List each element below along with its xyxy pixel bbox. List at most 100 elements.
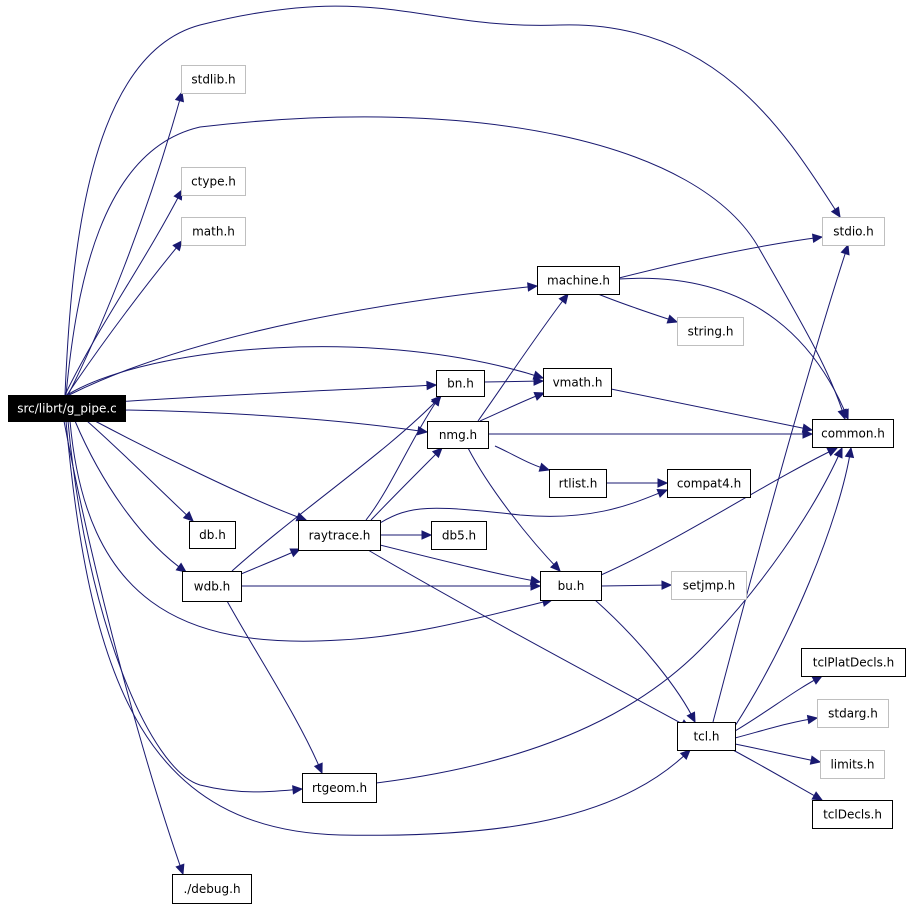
edge-g_pipe-to-ctype: [64, 189, 183, 396]
node-db[interactable]: db.h: [189, 521, 236, 549]
node-raytrace[interactable]: raytrace.h: [298, 520, 381, 551]
edge-raytrace-to-compat4: [379, 489, 668, 524]
node-box-nmg[interactable]: [427, 421, 489, 449]
node-box-tclPlatDecls[interactable]: [801, 648, 906, 677]
node-box-rtgeom[interactable]: [302, 773, 377, 803]
edge-machine-to-common: [618, 277, 849, 420]
edge-bu-to-common-arrowhead: [826, 447, 839, 457]
edge-tcl-to-stdarg-arrowhead: [806, 714, 819, 725]
edge-raytrace-to-tcl: [367, 549, 691, 729]
edges-layer: [63, 5, 855, 876]
edge-g_pipe-to-stdlib-arrowhead: [174, 90, 185, 103]
edge-bu-to-tcl-arrowhead: [686, 711, 696, 724]
node-box-compat4[interactable]: [667, 469, 751, 498]
node-box-vmath[interactable]: [543, 368, 612, 397]
node-stdlib[interactable]: stdlib.h: [181, 65, 246, 94]
node-box-wdb[interactable]: [182, 571, 242, 602]
node-label-bu: bu.h: [558, 579, 585, 593]
node-box-limits[interactable]: [820, 750, 885, 779]
node-label-math: math.h: [192, 225, 235, 239]
edge-wdb-to-bu-arrowhead: [530, 581, 542, 591]
node-box-raytrace[interactable]: [298, 520, 381, 551]
edge-g_pipe-to-bn: [114, 384, 437, 403]
node-common[interactable]: common.h: [812, 419, 894, 448]
node-label-tclPlatDecls: tclPlatDecls.h: [813, 656, 895, 670]
node-wdb[interactable]: wdb.h: [182, 571, 242, 602]
node-bn[interactable]: bn.h: [436, 370, 485, 397]
node-box-math[interactable]: [181, 217, 246, 246]
node-rtlist[interactable]: rtlist.h: [549, 469, 607, 498]
edge-bu-to-common: [600, 447, 838, 576]
node-label-raytrace: raytrace.h: [309, 529, 371, 543]
edge-g_pipe-to-machine-arrowhead: [527, 282, 539, 292]
node-machine[interactable]: machine.h: [537, 266, 620, 295]
node-box-stdio[interactable]: [822, 217, 885, 246]
node-box-rtlist[interactable]: [549, 469, 607, 498]
node-bu[interactable]: bu.h: [540, 571, 602, 601]
node-stdio[interactable]: stdio.h: [822, 217, 885, 246]
node-box-stdarg[interactable]: [817, 699, 889, 728]
node-db5[interactable]: db5.h: [431, 521, 487, 550]
edge-raytrace-to-bu: [379, 544, 541, 583]
edge-g_pipe-to-bn-arrowhead: [426, 380, 438, 391]
edge-g_pipe-to-wdb-arrowhead: [175, 562, 187, 573]
edge-rtlist-to-compat4-arrowhead: [657, 478, 669, 488]
edge-g_pipe-to-stdlib: [67, 91, 183, 396]
node-tclDecls[interactable]: tclDecls.h: [812, 800, 893, 829]
node-compat4[interactable]: compat4.h: [667, 469, 751, 498]
edge-tcl-to-limits: [734, 743, 821, 763]
node-label-tclDecls: tclDecls.h: [823, 808, 882, 822]
node-box-common[interactable]: [812, 419, 894, 448]
node-box-stdlib[interactable]: [181, 65, 246, 94]
node-box-bu[interactable]: [540, 571, 602, 601]
edge-g_pipe-to-common: [65, 116, 846, 420]
edge-bu-to-setjmp: [600, 584, 672, 587]
edge-g_pipe-to-wdb: [74, 420, 187, 573]
node-setjmp[interactable]: setjmp.h: [671, 571, 747, 600]
edge-wdb-to-bn: [231, 395, 442, 572]
node-tclPlatDecls[interactable]: tclPlatDecls.h: [801, 648, 906, 677]
node-label-g_pipe: src/librt/g_pipe.c: [17, 402, 117, 416]
node-box-bn[interactable]: [436, 370, 485, 397]
edge-rtgeom-to-common-arrowhead: [833, 446, 843, 459]
node-label-vmath: vmath.h: [553, 376, 603, 390]
edge-g_pipe-to-db-arrowhead: [182, 511, 194, 522]
node-g_pipe[interactable]: src/librt/g_pipe.c: [8, 395, 126, 422]
edge-tcl-to-limits-arrowhead: [809, 755, 822, 765]
node-label-db5: db5.h: [442, 529, 476, 543]
node-box-setjmp[interactable]: [671, 571, 747, 600]
edge-rtgeom-to-common: [375, 447, 843, 784]
edge-raytrace-to-compat4-arrowhead: [656, 488, 669, 498]
node-label-stdarg: stdarg.h: [828, 707, 878, 721]
edge-g_pipe-to-rtgeom-arrowhead: [292, 785, 304, 795]
node-math[interactable]: math.h: [181, 217, 246, 246]
node-debug[interactable]: ./debug.h: [172, 874, 252, 904]
node-ctype[interactable]: ctype.h: [181, 167, 246, 196]
node-limits[interactable]: limits.h: [820, 750, 885, 779]
node-box-debug[interactable]: [172, 874, 252, 904]
edge-tcl-to-tclPlatDecls: [734, 675, 823, 732]
node-box-tcl[interactable]: [677, 722, 736, 751]
node-tcl[interactable]: tcl.h: [677, 722, 736, 751]
edge-bn-to-vmath-arrowhead: [533, 376, 545, 386]
node-nmg[interactable]: nmg.h: [427, 421, 489, 449]
edge-g_pipe-to-debug-arrowhead: [175, 863, 185, 876]
node-rtgeom[interactable]: rtgeom.h: [302, 773, 377, 803]
node-box-ctype[interactable]: [181, 167, 246, 196]
node-box-tclDecls[interactable]: [812, 800, 893, 829]
edge-g_pipe-to-debug: [63, 420, 184, 875]
node-label-debug: ./debug.h: [183, 882, 240, 896]
edge-machine-to-stdio: [618, 236, 823, 279]
edge-nmg-to-machine-arrowhead: [558, 293, 569, 305]
edge-nmg-to-bu-arrowhead: [549, 560, 561, 572]
node-box-db5[interactable]: [431, 521, 487, 550]
node-box-db[interactable]: [189, 521, 236, 549]
node-box-g_pipe[interactable]: [8, 395, 126, 422]
node-string[interactable]: string.h: [677, 317, 744, 346]
node-vmath[interactable]: vmath.h: [543, 368, 612, 397]
edge-raytrace-to-nmg-arrowhead: [431, 447, 443, 459]
node-stdarg[interactable]: stdarg.h: [817, 699, 889, 728]
edge-bu-to-tcl: [594, 599, 696, 723]
node-box-machine[interactable]: [537, 266, 620, 295]
node-box-string[interactable]: [677, 317, 744, 346]
